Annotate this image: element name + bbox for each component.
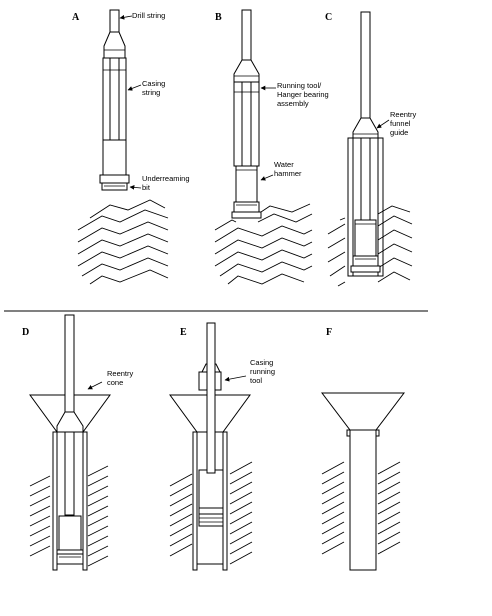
panel-c: C bbox=[325, 11, 417, 287]
casing-assembly-d bbox=[52, 431, 88, 571]
label-hammer: hammer bbox=[274, 169, 302, 178]
label-running-e: running bbox=[250, 367, 275, 376]
seafloor-e bbox=[169, 461, 253, 565]
label-tool-e: tool bbox=[250, 376, 262, 385]
casing-assembly-c bbox=[347, 117, 384, 277]
label-water: Water bbox=[274, 160, 294, 169]
label-running-tool: Running tool/ bbox=[277, 81, 322, 90]
panel-e: E bbox=[169, 322, 275, 571]
label-cone: cone bbox=[107, 378, 123, 387]
drill-string-d bbox=[56, 314, 84, 516]
running-tool-assembly-b bbox=[231, 59, 262, 219]
casing-assembly-a bbox=[99, 31, 130, 191]
drill-string-c bbox=[360, 11, 371, 223]
label-assembly: assembly bbox=[277, 99, 309, 108]
label-bit: bit bbox=[142, 183, 151, 192]
panel-d: D Reentry cone bbox=[22, 314, 134, 571]
seafloor-f bbox=[321, 461, 401, 555]
seafloor-d bbox=[29, 465, 109, 567]
panel-f-label: F bbox=[326, 327, 332, 338]
label-drill-string: Drill string bbox=[132, 11, 165, 20]
label-casing-string: string bbox=[142, 88, 160, 97]
panel-e-label: E bbox=[180, 327, 187, 338]
label-guide: guide bbox=[390, 128, 408, 137]
panel-f: F bbox=[320, 327, 406, 571]
panel-d-label: D bbox=[22, 327, 29, 338]
label-funnel: funnel bbox=[390, 119, 411, 128]
seafloor-a bbox=[77, 199, 169, 285]
label-casing: Casing bbox=[142, 79, 165, 88]
panel-b-label: B bbox=[215, 12, 222, 23]
panel-c-label: C bbox=[325, 12, 332, 23]
casing-f bbox=[346, 429, 380, 571]
label-hanger-bearing: Hanger bearing bbox=[277, 90, 329, 99]
label-reentry-d: Reentry bbox=[107, 369, 134, 378]
drill-string-e bbox=[206, 322, 216, 474]
panel-b: B Running tool/ Hanger bea bbox=[214, 9, 329, 285]
panel-a-label: A bbox=[72, 12, 80, 23]
label-underreaming: Underreaming bbox=[142, 174, 190, 183]
casing-assembly-e bbox=[192, 431, 228, 571]
panel-a: A Drill string Casing bbox=[72, 9, 190, 285]
seafloor-b bbox=[214, 203, 313, 285]
reentry-cone-f bbox=[320, 392, 406, 431]
label-casing-e: Casing bbox=[250, 358, 273, 367]
label-reentry: Reentry bbox=[390, 110, 417, 119]
